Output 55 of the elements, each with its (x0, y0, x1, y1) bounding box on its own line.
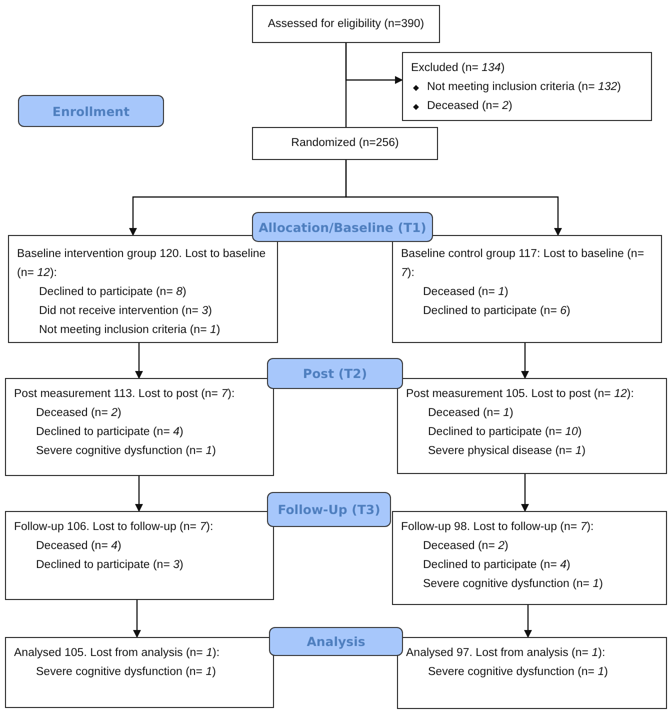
list-item: Deceased (n= 1) (422, 285, 510, 300)
arrow (524, 605, 532, 638)
list-item: Deceased (n= 2) (422, 539, 510, 554)
arrow (135, 476, 143, 512)
arrow (521, 343, 529, 379)
box-text: Baseline control group 117: Lost to baseline (n= 7): (401, 247, 646, 281)
list-item: Not meeting inclusion criteria (n= 1) (38, 323, 222, 338)
process-box (392, 235, 662, 343)
box-text: Analysed 97. Lost from analysis (n= 1): (406, 646, 606, 661)
box-text: Follow-up 106. Lost to follow-up (n= 7): (14, 520, 214, 535)
phase-label: Enrollment (18, 95, 164, 127)
list-item: Deceased (n= 2) (35, 406, 122, 421)
process-box (397, 378, 667, 474)
list-item: Deceased (n= 1) (427, 406, 514, 421)
box-text: Randomized (n=256) (291, 136, 399, 151)
arrow (133, 600, 141, 638)
box-text: Analysed 105. Lost from analysis (n= 1): (14, 646, 221, 661)
list-item: Severe cognitive dysfunction (n= 1) (35, 665, 217, 680)
process-box (392, 511, 667, 605)
arrow (345, 160, 562, 236)
process-box (252, 5, 440, 43)
list-item: Declined to participate (n= 8) (38, 285, 188, 300)
phase-label: Analysis (269, 627, 403, 656)
list-item: Declined to participate (n= 4) (35, 425, 184, 440)
list-item: Not meeting inclusion criteria (n= 132) (427, 80, 622, 95)
list-item: Did not receive intervention (n= 3) (38, 304, 213, 319)
box-text: Post measurement 105. Lost to post (n= 12): (406, 387, 635, 402)
process-box (8, 235, 278, 343)
box-text: Follow-up 98. Lost to follow-up (n= 7): (401, 520, 595, 535)
arrow (135, 343, 143, 379)
process-box (5, 637, 274, 708)
box-text: Excluded (n= 134) (411, 61, 506, 76)
process-box (5, 511, 274, 600)
phase-label: Post (T2) (267, 358, 403, 389)
box-text: Assessed for eligibility (n=390) (268, 16, 424, 32)
process-box (402, 52, 652, 121)
list-item: Declined to participate (n= 6) (422, 304, 572, 319)
list-item: Severe cognitive dysfunction (n= 1) (427, 665, 609, 680)
list-item: Declined to participate (n= 10) (427, 425, 583, 440)
list-item: Severe cognitive dysfunction (n= 1) (422, 577, 604, 592)
list-item: Deceased (n= 4) (35, 539, 122, 554)
process-box (397, 637, 667, 709)
list-item: Severe cognitive dysfunction (n= 1) (35, 444, 217, 459)
process-box (252, 127, 438, 160)
list-item: Declined to participate (n= 4) (422, 558, 572, 573)
arrow (521, 474, 529, 512)
arrow (345, 43, 403, 84)
list-item: Deceased (n= 2) (427, 99, 512, 114)
phase-label: Allocation/Baseline (T1) (252, 212, 433, 242)
box-text: Baseline intervention group 120. Lost to baseline (n= 12): (17, 247, 267, 281)
process-box (5, 378, 274, 476)
list-item: Severe physical disease (n= 1) (427, 444, 587, 459)
list-item: Declined to participate (n= 3) (35, 558, 184, 573)
phase-label: Follow-Up (T3) (267, 492, 391, 527)
box-text: Post measurement 113. Lost to post (n= 7): (14, 387, 236, 402)
